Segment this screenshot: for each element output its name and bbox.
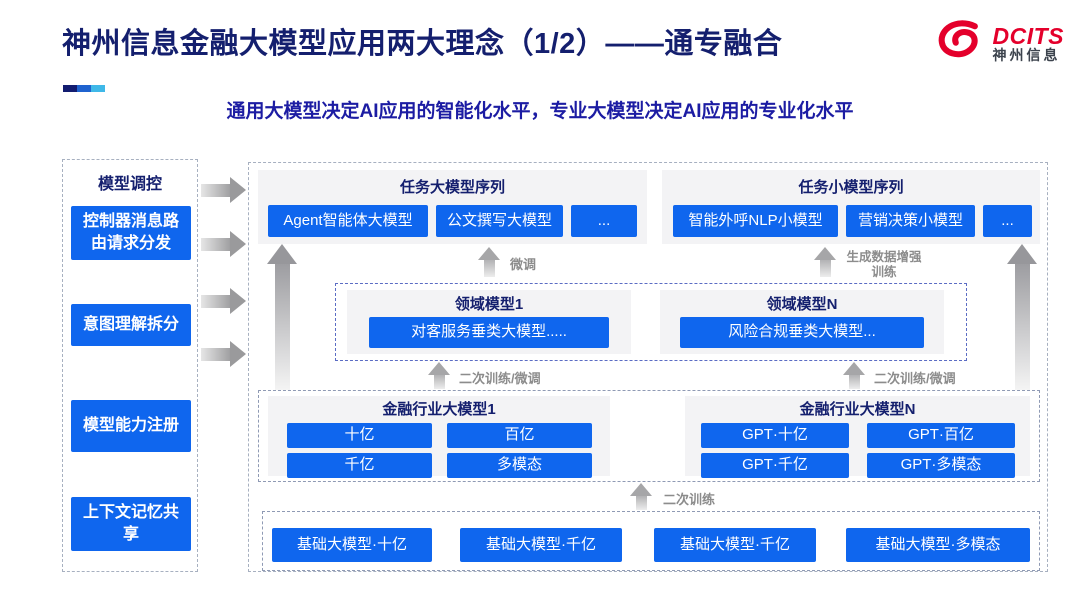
model-control-sidebar: 模型调控 控制器消息路由请求分发 意图理解拆分 模型能力注册 上下文记忆共享 bbox=[62, 159, 198, 572]
retrain-ft-arrow-left bbox=[428, 362, 450, 389]
page-title: 神州信息金融大模型应用两大理念（1/2）——通专融合 bbox=[62, 28, 783, 60]
gen-data-train-arrow bbox=[814, 247, 836, 277]
retrain-arrow bbox=[630, 483, 652, 510]
chip-more-small: ... bbox=[983, 205, 1032, 237]
retrain-ft-arrow-right bbox=[843, 362, 865, 389]
chip-more-large: ... bbox=[571, 205, 637, 237]
dcits-logo: DCITS 神州信息 bbox=[935, 18, 1065, 69]
slide-subtitle: 通用大模型决定AI应用的智能化水平，专业大模型决定AI应用的专业化水平 bbox=[226, 101, 854, 122]
big-up-arrow-right bbox=[1007, 244, 1037, 390]
logo-brand-text: DCITS bbox=[992, 23, 1064, 50]
domain-model-1-title: 领域模型1 bbox=[454, 296, 524, 313]
chip-gpt-multimodal: GPT·多模态 bbox=[867, 453, 1015, 478]
domain-models-container bbox=[335, 283, 967, 361]
domain-model-n-panel: 领域模型N 风险合规垂类大模型... bbox=[660, 290, 944, 354]
logo-brand-cn: 神州信息 bbox=[992, 47, 1061, 64]
chip-100b: 千亿 bbox=[287, 453, 432, 478]
title-accent-bar bbox=[63, 85, 105, 92]
industry-model-1-panel: 金融行业大模型1 十亿 百亿 千亿 多模态 bbox=[268, 396, 610, 478]
chip-document-model: 公文撰写大模型 bbox=[436, 205, 563, 237]
industry-model-n-panel: 金融行业大模型N GPT·十亿 GPT·百亿 GPT·千亿 GPT·多模态 bbox=[685, 396, 1030, 478]
chip-gpt-1b: GPT·十亿 bbox=[701, 423, 849, 448]
industry-model-1-title: 金融行业大模型1 bbox=[382, 401, 496, 418]
sidebar-item-context: 上下文记忆共享 bbox=[71, 497, 191, 551]
chip-10b: 百亿 bbox=[447, 423, 592, 448]
big-up-arrow-left bbox=[267, 244, 297, 390]
chip-agent-model: Agent智能体大模型 bbox=[268, 205, 428, 237]
chip-gpt-10b: GPT·百亿 bbox=[867, 423, 1015, 448]
retrain-label: 二次训练 bbox=[663, 492, 716, 507]
domain-model-n-title: 领域模型N bbox=[766, 296, 838, 313]
gen-data-train-label: 生成数据增强训练 bbox=[846, 250, 922, 279]
chip-base-multimodal: 基础大模型·多模态 bbox=[846, 528, 1030, 562]
chip-base-100b-b: 基础大模型·千亿 bbox=[654, 528, 816, 562]
flow-right-arrow bbox=[201, 341, 246, 367]
chip-base-100b-a: 基础大模型·千亿 bbox=[460, 528, 622, 562]
domain-model-1-panel: 领域模型1 对客服务垂类大模型..... bbox=[347, 290, 631, 354]
chip-customer-service-model: 对客服务垂类大模型..... bbox=[369, 317, 609, 348]
chip-gpt-100b: GPT·千亿 bbox=[701, 453, 849, 478]
flow-right-arrow bbox=[201, 177, 246, 203]
fine-tune-arrow bbox=[478, 247, 500, 277]
sidebar-item-register: 模型能力注册 bbox=[71, 400, 191, 452]
flow-right-arrow bbox=[201, 231, 246, 257]
industry-models-container bbox=[258, 390, 1040, 482]
sidebar-item-router: 控制器消息路由请求分发 bbox=[71, 206, 191, 260]
task-small-title: 任务小模型序列 bbox=[798, 179, 904, 196]
chip-nlp-outbound-model: 智能外呼NLP小模型 bbox=[673, 205, 838, 237]
dcits-swirl-icon bbox=[935, 18, 987, 69]
chip-risk-compliance-model: 风险合规垂类大模型... bbox=[680, 317, 924, 348]
base-models-container bbox=[262, 511, 1040, 571]
task-large-title: 任务大模型序列 bbox=[399, 179, 505, 196]
chip-base-1b: 基础大模型·十亿 bbox=[272, 528, 432, 562]
flow-right-arrow bbox=[201, 288, 246, 314]
chip-multimodal: 多模态 bbox=[447, 453, 592, 478]
accent-dark bbox=[63, 85, 77, 92]
fine-tune-label: 微调 bbox=[510, 257, 537, 272]
task-small-model-panel: 任务小模型序列 智能外呼NLP小模型 营销决策小模型 ... bbox=[662, 170, 1040, 244]
sidebar-item-intent: 意图理解拆分 bbox=[71, 304, 191, 346]
model-architecture-container bbox=[248, 162, 1048, 572]
accent-light bbox=[91, 85, 105, 92]
task-large-model-panel: 任务大模型序列 Agent智能体大模型 公文撰写大模型 ... bbox=[258, 170, 647, 244]
retrain-ft-label-right: 二次训练/微调 bbox=[874, 371, 956, 386]
sidebar-title: 模型调控 bbox=[97, 176, 162, 193]
retrain-ft-label-left: 二次训练/微调 bbox=[459, 371, 541, 386]
chip-1b: 十亿 bbox=[287, 423, 432, 448]
accent-mid bbox=[77, 85, 91, 92]
chip-marketing-model: 营销决策小模型 bbox=[846, 205, 975, 237]
industry-model-n-title: 金融行业大模型N bbox=[799, 401, 916, 418]
